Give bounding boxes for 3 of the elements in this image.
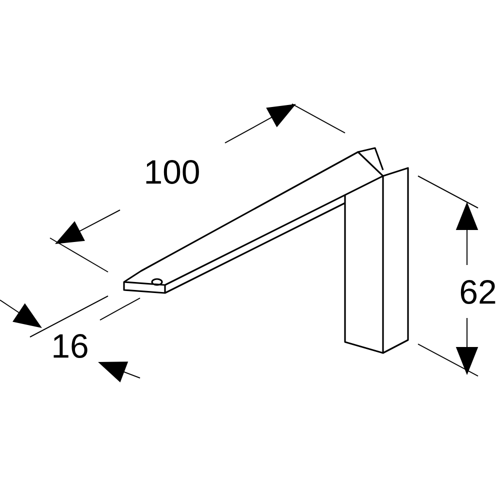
dimension-label: 100 (146, 160, 199, 184)
dimension-label: 16 (54, 334, 88, 358)
dimension-label: 62 (460, 280, 496, 304)
